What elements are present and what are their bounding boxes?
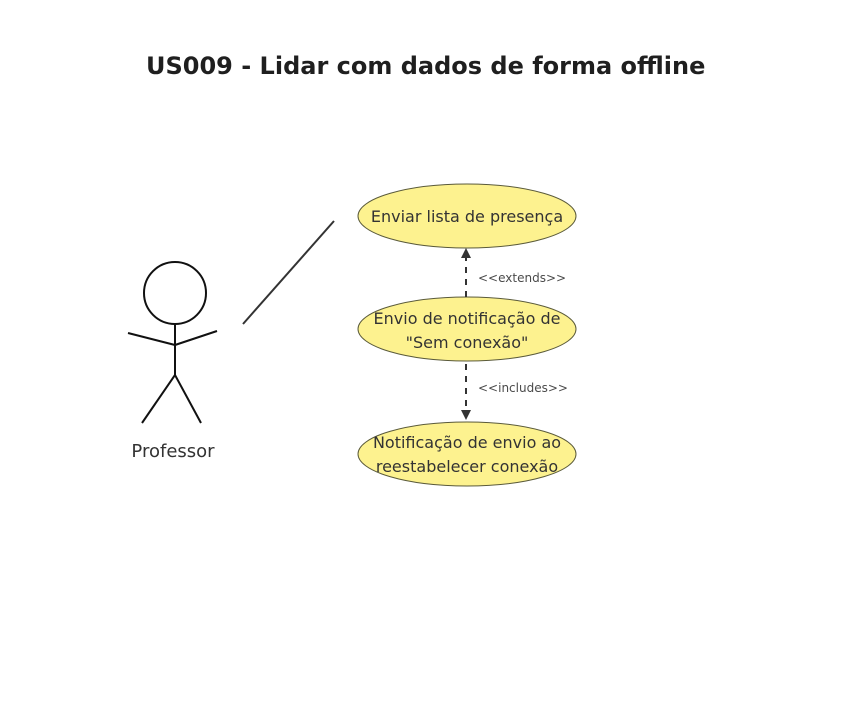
use-case-ellipse xyxy=(357,421,577,487)
use-case-label-line-2: "Sem conexão" xyxy=(406,333,529,352)
actor-leg-right xyxy=(174,374,202,424)
extends-label: <<extends>> xyxy=(478,271,566,285)
includes-label: <<includes>> xyxy=(478,381,568,395)
use-case-send-attendance: Enviar lista de presença xyxy=(357,183,577,249)
use-case-label: Enviar lista de presença xyxy=(371,207,563,226)
use-case-reconnect-notification: Notificação de envio ao reestabelecer co… xyxy=(357,421,577,487)
use-case-label-line-1: Notificação de envio ao xyxy=(373,433,561,452)
actor-arm-right xyxy=(174,330,218,346)
association-line xyxy=(242,220,335,325)
use-case-no-connection-notification: Envio de notificação de "Sem conexão" xyxy=(357,296,577,362)
relation-includes: <<includes>> xyxy=(461,364,568,420)
actor-leg-left xyxy=(141,374,176,424)
actor-arm-left xyxy=(127,332,176,346)
use-case-label-line-1: Envio de notificação de xyxy=(374,309,561,328)
actor-label: Professor xyxy=(131,441,215,462)
actor-head xyxy=(143,261,207,325)
use-case-label-line-2: reestabelecer conexão xyxy=(376,457,558,476)
actor-professor: Professor xyxy=(127,261,218,462)
relation-extends: <<extends>> xyxy=(461,248,566,297)
diagram-title: US009 - Lidar com dados de forma offline xyxy=(146,52,706,80)
